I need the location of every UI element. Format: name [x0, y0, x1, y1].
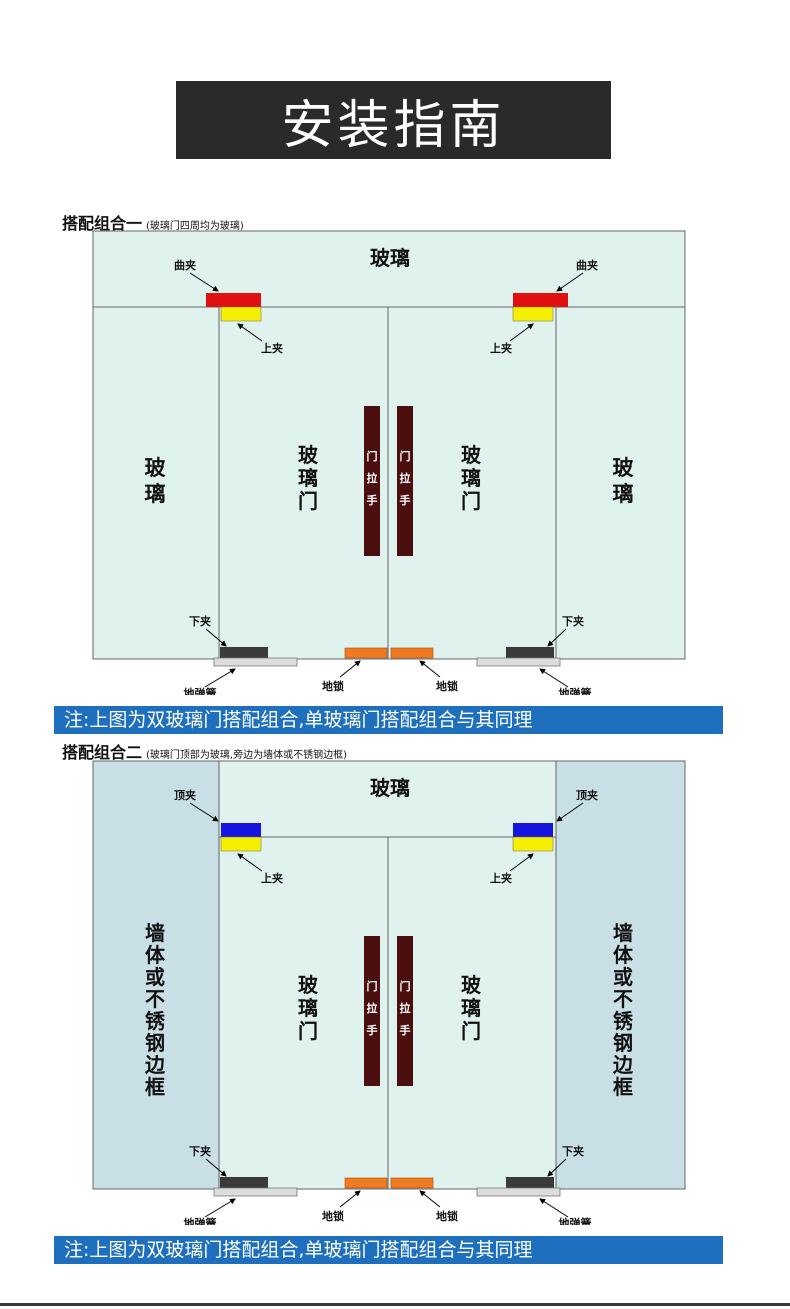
left-floor-spring: [213, 1187, 298, 1197]
right-door-label: 玻璃门: [461, 443, 482, 513]
left-top-clip-label: 顶夹: [174, 788, 196, 802]
left-side-panel: [92, 306, 220, 660]
left-top-clip: [206, 293, 261, 307]
left-lower-clip: [220, 647, 268, 658]
right-spring-label: 地弹簧: [559, 686, 592, 695]
left-door-label: 玻璃门: [298, 973, 319, 1043]
section1-subtitle: (玻璃门四周均为玻璃): [146, 221, 244, 232]
left-spring-label: 地弹簧: [184, 686, 217, 695]
right-top-clip: [513, 293, 568, 307]
left-spring-label: 地弹簧: [184, 1216, 217, 1225]
right-lock-arrow: [419, 660, 441, 678]
page-title: 安装指南: [176, 81, 611, 159]
right-spring-label: 地弹簧: [559, 1216, 592, 1225]
left-handle-label: 门拉手: [367, 979, 378, 1037]
right-floor-lock: [390, 1177, 434, 1189]
right-handle-label: 门拉手: [400, 979, 411, 1037]
left-top-clip-label: 曲夹: [174, 258, 196, 272]
right-top-clip-arrow: [556, 272, 584, 292]
right-lower-clip-label: 下夹: [562, 614, 584, 628]
note-banner-1: 注:上图为双玻璃门搭配组合,单玻璃门搭配组合与其同理: [54, 706, 723, 734]
right-upper-clip-label: 上夹: [490, 341, 512, 355]
left-top-clip-arrow: [189, 272, 219, 292]
right-lower-clip-label: 下夹: [562, 1144, 584, 1158]
left-upper-clip-label: 上夹: [261, 341, 283, 355]
right-upper-clip: [512, 306, 554, 322]
right-lower-clip: [506, 647, 554, 658]
left-spring-arrow: [204, 1198, 236, 1218]
right-top-clip-label: 曲夹: [576, 258, 598, 272]
right-handle-label: 门拉手: [400, 449, 411, 507]
right-lower-clip-arrow: [547, 628, 567, 647]
right-spring-arrow: [539, 1198, 569, 1218]
right-top-clip-arrow: [556, 802, 584, 822]
left-door-handle: [364, 406, 380, 556]
left-side-label: 玻璃: [145, 456, 167, 506]
right-top-clip: [513, 823, 553, 838]
section1-title: 搭配组合一: [62, 214, 143, 233]
left-lower-clip-arrow: [205, 628, 227, 647]
right-floor-lock: [390, 647, 434, 659]
right-side-label: 玻璃: [613, 456, 635, 506]
left-lock-label: 地锁: [322, 1209, 344, 1223]
bottom-rule: [0, 1303, 790, 1306]
top-glass-label: 玻璃: [370, 776, 410, 800]
left-lower-clip-arrow: [205, 1158, 227, 1177]
right-door-outline: [387, 836, 557, 1190]
left-floor-spring: [213, 657, 298, 667]
left-lock-label: 地锁: [322, 679, 344, 693]
right-side-label: 墙体或不锈钢边框: [612, 921, 634, 1099]
left-lock-arrow: [339, 1190, 361, 1208]
left-lower-clip: [220, 1177, 268, 1188]
left-upper-clip-label: 上夹: [261, 871, 283, 885]
section2-title: 搭配组合二: [62, 743, 143, 762]
left-handle-label: 门拉手: [367, 449, 378, 507]
section1-heading: 搭配组合一(玻璃门四周均为玻璃): [62, 210, 244, 234]
right-lock-label: 地锁: [436, 679, 458, 693]
left-upper-clip: [220, 836, 262, 852]
left-lower-clip-label: 下夹: [189, 1144, 211, 1158]
left-upper-clip-arrow: [237, 853, 263, 872]
left-side-label: 墙体或不锈钢边框: [144, 921, 166, 1099]
left-top-clip: [221, 823, 261, 838]
left-upper-clip: [220, 306, 262, 322]
right-upper-clip-arrow: [509, 323, 534, 342]
left-top-clip-arrow: [189, 802, 219, 822]
right-door-outline: [387, 306, 557, 660]
left-upper-clip-arrow: [237, 323, 263, 342]
left-wall-frame: [92, 760, 220, 1190]
left-lower-clip-label: 下夹: [189, 614, 211, 628]
section2-heading: 搭配组合二(玻璃门顶部为玻璃,旁边为墙体或不锈钢边框): [62, 739, 347, 763]
top-glass-label: 玻璃: [370, 246, 410, 270]
left-door-handle: [364, 936, 380, 1086]
right-floor-spring: [476, 1187, 561, 1197]
left-spring-arrow: [204, 668, 236, 688]
right-door-handle: [397, 936, 413, 1086]
right-spring-arrow: [539, 668, 569, 688]
right-lower-clip: [506, 1177, 554, 1188]
right-upper-clip-label: 上夹: [490, 871, 512, 885]
right-floor-spring: [476, 657, 561, 667]
right-lock-label: 地锁: [436, 1209, 458, 1223]
right-door-label: 玻璃门: [461, 973, 482, 1043]
right-top-clip-label: 顶夹: [576, 788, 598, 802]
right-upper-clip-arrow: [509, 853, 534, 872]
right-lower-clip-arrow: [547, 1158, 567, 1177]
left-lock-arrow: [339, 660, 361, 678]
right-upper-clip: [512, 836, 554, 852]
right-door-handle: [397, 406, 413, 556]
left-floor-lock: [344, 1177, 388, 1189]
right-wall-frame: [555, 760, 686, 1190]
section1-diagram: 玻璃玻璃玻璃玻璃门玻璃门门拉手门拉手曲夹曲夹上夹上夹下夹下夹地锁地锁地弹簧地弹簧: [92, 230, 686, 695]
section2-subtitle: (玻璃门顶部为玻璃,旁边为墙体或不锈钢边框): [146, 750, 347, 761]
note-banner-2: 注:上图为双玻璃门搭配组合,单玻璃门搭配组合与其同理: [54, 1236, 723, 1264]
left-door-label: 玻璃门: [298, 443, 319, 513]
left-floor-lock: [344, 647, 388, 659]
right-lock-arrow: [419, 1190, 441, 1208]
